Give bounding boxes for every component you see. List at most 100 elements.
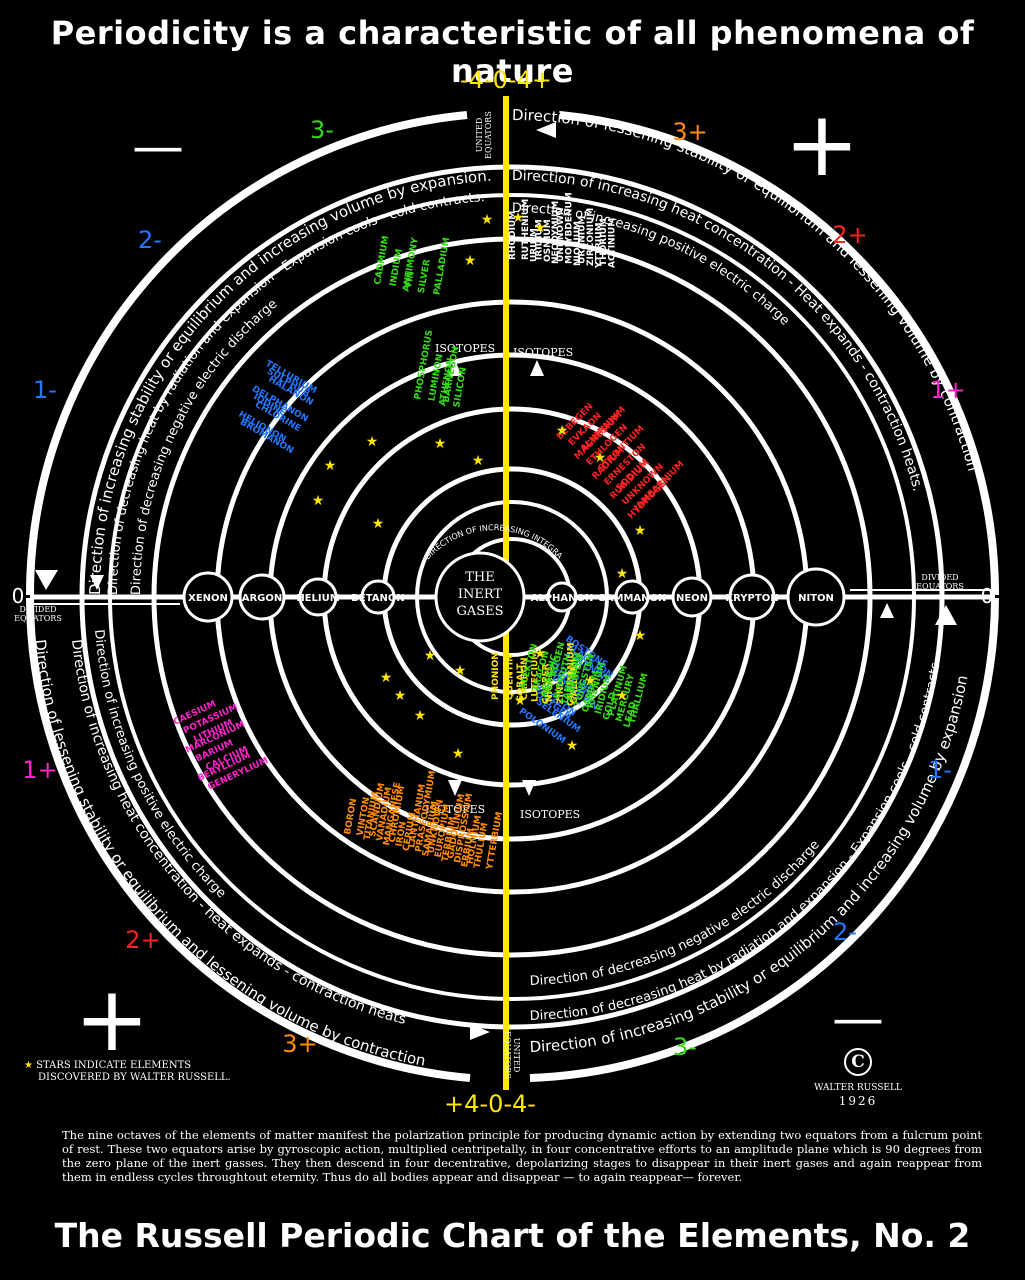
axis-label-left: 0 bbox=[12, 584, 25, 608]
octave-label: 1+ bbox=[22, 756, 57, 784]
octave-label: 3+ bbox=[282, 1030, 317, 1058]
stars-note-line: DISCOVERED BY WALTER RUSSELL. bbox=[38, 1072, 231, 1083]
corner-signs: — + + — bbox=[74, 92, 884, 1072]
plus-sign: + bbox=[784, 92, 859, 197]
direction-arrows bbox=[35, 122, 957, 1040]
star-icon: ★ bbox=[434, 436, 447, 452]
axis-label-bottom: +4-0-4- bbox=[444, 1090, 536, 1118]
star-icon: ★ bbox=[464, 253, 477, 269]
axis-labels: -4-0-4+ +4-0-4- 0 0 UNITEDEQUATORS UNITE… bbox=[12, 66, 994, 1118]
star-icon: ★ bbox=[380, 670, 393, 686]
star-icon: ★ bbox=[616, 566, 629, 582]
isotopes-label: ISOTOPES bbox=[435, 342, 495, 355]
star-icon: ★ bbox=[424, 648, 437, 664]
element-label: TIN bbox=[404, 270, 417, 289]
star-icon: ★ bbox=[634, 628, 647, 644]
inert-gas-circle bbox=[546, 581, 578, 613]
octave-label: 2+ bbox=[125, 926, 160, 954]
element-label: GALLIUM bbox=[570, 659, 580, 704]
element-label: IRON bbox=[395, 821, 409, 848]
inert-gas-circle bbox=[182, 571, 234, 623]
footnote-text: The nine octaves of the elements of matt… bbox=[62, 1128, 982, 1184]
octave-labels: 3-3+2-2+1-1+1+1-2+2-3+3- bbox=[22, 116, 965, 1061]
element-label: GERMANIUM bbox=[567, 642, 577, 706]
inert-gas-label: NEON bbox=[676, 593, 708, 604]
element-label: NEODYMIUM bbox=[551, 201, 561, 264]
star-icon: ★ bbox=[24, 1060, 33, 1071]
isotopes-label: ISOTOPES bbox=[520, 808, 580, 821]
star-icon: ★ bbox=[454, 663, 467, 679]
octave-label: 2- bbox=[833, 918, 857, 946]
octave-label: 2- bbox=[138, 226, 162, 254]
discovery-stars: ★★★★★★★★★★★★★★★★★★★★★★★★★★ bbox=[312, 210, 647, 762]
stars-legend: ★ STARS INDICATE ELEMENTS DISCOVERED BY … bbox=[24, 1060, 231, 1084]
element-label: IRIDIUM bbox=[534, 219, 544, 260]
inert-gas-circle bbox=[614, 579, 650, 615]
inert-gas-label: BETANON bbox=[351, 593, 404, 604]
star-icon: ★ bbox=[556, 423, 569, 439]
isotopes-label: ISOTOPES bbox=[425, 803, 485, 816]
star-icon: ★ bbox=[616, 688, 629, 704]
element-label: URIUM bbox=[530, 228, 540, 262]
page-title-top: Periodicity is a characteristic of all p… bbox=[50, 14, 975, 90]
element-label: CARBON bbox=[520, 657, 530, 700]
copyright-icon: C bbox=[844, 1048, 872, 1076]
spoke-lower-left: BORONVINTONSCANDIUMTITANIUMVANADIUMCHROM… bbox=[343, 770, 505, 872]
center-label: GASES bbox=[456, 604, 503, 619]
plus-sign: + bbox=[74, 967, 149, 1072]
minus-sign: — bbox=[832, 989, 884, 1049]
element-label: MOLYBDENUM bbox=[564, 192, 574, 264]
inert-gas-circle bbox=[238, 573, 286, 621]
inert-gas-circle bbox=[728, 573, 776, 621]
spoke-upper-right: BEBEGENEVKAONALUMINIUMMAGNESIUMETHLOGENS… bbox=[555, 402, 686, 522]
element-label: OSMIUM bbox=[543, 219, 553, 262]
element-label: ACTINIUM bbox=[608, 218, 618, 268]
element-label: QUENTIN bbox=[505, 654, 515, 700]
element-label: RHODIUM bbox=[508, 211, 518, 260]
element-label: ZINC bbox=[556, 680, 566, 704]
element-label: RUTHENIUM bbox=[521, 199, 531, 260]
united-equators-bottom: UNITEDEQUATORS bbox=[503, 1031, 521, 1079]
copyright-block: C WALTER RUSSELL 1926 bbox=[806, 1048, 910, 1110]
octave-label: 1- bbox=[33, 376, 57, 404]
center-label: INERT bbox=[458, 587, 503, 602]
isotopes-label: ISOTOPES bbox=[513, 346, 573, 359]
center-inert-gases: THE INERT GASES bbox=[434, 551, 526, 643]
inert-gas-circle bbox=[786, 567, 846, 627]
star-icon: ★ bbox=[634, 523, 647, 539]
element-label: SILVER bbox=[417, 259, 433, 295]
inert-gas-circle bbox=[360, 579, 396, 615]
inert-gas-label: ARGON bbox=[242, 593, 283, 604]
inert-gas-label: XENON bbox=[188, 593, 228, 604]
star-icon: ★ bbox=[394, 688, 407, 704]
element-label: YTTRIUM bbox=[594, 222, 604, 269]
stars-note-line: STARS INDICATE ELEMENTS bbox=[36, 1060, 192, 1071]
element-label: UNKNOWN bbox=[556, 208, 566, 262]
axis-label-right: 0 bbox=[981, 584, 994, 608]
spoke-left-upper: TELLURIUMSULPHURHALANONDELPHANONIODINECH… bbox=[237, 359, 319, 456]
element-label: LUTECIUM bbox=[531, 651, 541, 702]
octave-label: 1- bbox=[928, 756, 952, 784]
star-icon: ★ bbox=[414, 708, 427, 724]
star-icon: ★ bbox=[584, 673, 597, 689]
star-icon: ★ bbox=[534, 646, 547, 662]
star-icon: ★ bbox=[366, 434, 379, 450]
octave-label: 1+ bbox=[930, 376, 965, 404]
element-label: URANIUM bbox=[578, 216, 588, 264]
star-icon: ★ bbox=[566, 738, 579, 754]
element-label: COBALT bbox=[516, 663, 526, 702]
element-label: THORIUM bbox=[599, 218, 609, 266]
isotopes-labels: ISOTOPES ISOTOPES ISOTOPES ISOTOPES bbox=[425, 342, 580, 821]
star-icon: ★ bbox=[312, 493, 325, 509]
inert-gas-label: KRYPTON bbox=[725, 593, 778, 604]
octave-label: 3+ bbox=[672, 118, 707, 146]
